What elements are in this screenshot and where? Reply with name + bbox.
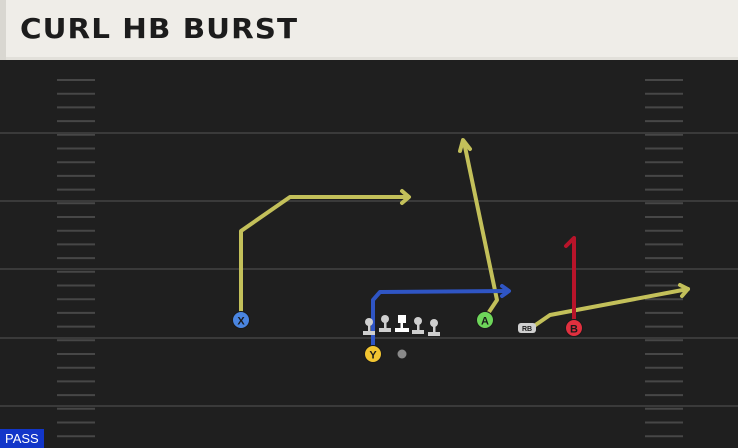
- player-a[interactable]: A: [476, 311, 494, 329]
- route-x-arrowhead: [400, 189, 411, 205]
- title-accent: [0, 0, 6, 60]
- player-y-label: Y: [369, 350, 377, 362]
- player-rb[interactable]: RB: [518, 323, 536, 333]
- hash-marks: [57, 79, 683, 438]
- route-a-go: [462, 140, 499, 317]
- player-b-circle: [565, 319, 583, 337]
- player-b-label: B: [570, 324, 578, 336]
- lineman-left-tackle: [363, 318, 375, 335]
- route-rb-arrowhead: [678, 283, 690, 298]
- play-type-badge: PASS: [0, 429, 44, 448]
- route-y-arrowhead: [500, 284, 511, 298]
- play-title: CURL HB BURST: [20, 12, 299, 45]
- offensive-line: [363, 315, 440, 336]
- player-a-circle: [476, 311, 494, 329]
- player-y-circle: [364, 345, 382, 363]
- field-background: [0, 60, 738, 448]
- route-rb-flat: [532, 287, 690, 328]
- lineman-right-tackle: [428, 319, 440, 336]
- title-bar: CURL HB BURST: [0, 0, 738, 60]
- routes: [239, 138, 690, 355]
- player-x-circle: [232, 311, 250, 329]
- player-y[interactable]: Y: [364, 345, 382, 363]
- player-a-label: A: [481, 316, 489, 328]
- quarterback-marker: [397, 349, 407, 359]
- play-field: X Y A B RB: [0, 60, 738, 448]
- player-x[interactable]: X: [232, 311, 250, 329]
- lineman-center: [395, 315, 409, 332]
- player-rb-tag: [518, 323, 536, 333]
- player-rb-label: RB: [522, 326, 532, 333]
- route-b-curl: [564, 236, 576, 328]
- route-x-corner: [239, 195, 410, 320]
- route-y-drag: [371, 289, 510, 355]
- lineman-left-guard: [379, 315, 391, 332]
- player-b[interactable]: B: [565, 319, 583, 337]
- lineman-right-guard: [412, 317, 424, 334]
- yard-lines: [0, 132, 738, 407]
- route-a-arrowhead: [458, 138, 472, 153]
- player-x-label: X: [237, 316, 245, 328]
